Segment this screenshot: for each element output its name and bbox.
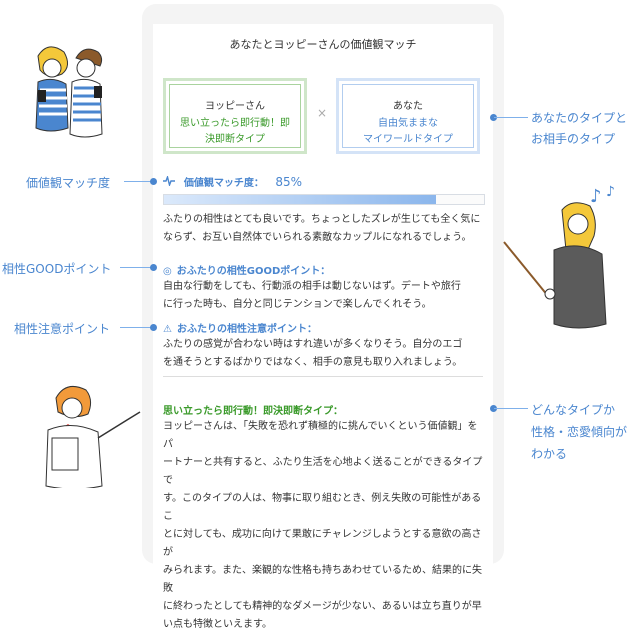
annotation-good: 相性GOODポイント (2, 262, 112, 276)
good-point-text: 自由な行動をしても、行動派の相手は動じないはず。デートや旅行 に行った時も、自分… (163, 281, 461, 310)
your-name: あなた (393, 101, 423, 112)
your-type-box: あなた 自由気ままな マイワールドタイプ (336, 78, 480, 154)
annotation-line (120, 267, 152, 268)
partner-type-box: ヨッピーさん 思い立ったら即行動！即 決即断タイプ (163, 78, 307, 154)
double-circle-icon: ◎ (163, 266, 172, 277)
warn-point-text: ふたりの感覚が合わない時はすれ違いが多くなりそう。自分のエゴ を通そうとするばか… (163, 339, 463, 368)
partner-name: ヨッピーさん (205, 101, 265, 112)
times-icon: × (317, 106, 328, 120)
type-description-text: ヨッピーさんは、「失敗を恐れず積極的に挑んでいくという価値観」をパ ートナーと共… (163, 421, 483, 630)
good-point-heading: ◎おふたりの相性GOODポイント： (163, 266, 331, 277)
annotation-warn: 相性注意ポイント (14, 322, 111, 336)
warning-triangle-icon: ⚠ (163, 324, 172, 335)
match-heading: 価値観マッチ度： 85% (163, 174, 302, 189)
annotation-dot (150, 324, 157, 331)
svg-text:♪: ♪ (606, 184, 615, 200)
match-description: ふたりの相性はとても良いです。ちょっとしたズレが生じても全く気に ならず、お互い… (163, 214, 481, 243)
svg-text:♪: ♪ (590, 186, 602, 207)
annotation-line (120, 327, 152, 328)
annotation-dot (490, 114, 497, 121)
conductor-woman-illustration: ♪ ♪ (503, 184, 615, 329)
annotation-line (124, 181, 152, 182)
match-progress-fill (164, 195, 436, 204)
type-description-heading: 思い立ったら即行動！即決即断タイプ： (163, 406, 343, 417)
annotation-line (494, 408, 528, 409)
match-card: あなたとヨッピーさんの価値観マッチ ヨッピーさん 思い立ったら即行動！即 決即断… (153, 24, 493, 630)
annotation-types: あなたのタイプと お相手のタイプ (531, 111, 628, 146)
annotation-dot (150, 264, 157, 271)
card-title: あなたとヨッピーさんの価値観マッチ (229, 38, 417, 51)
warn-point-heading: ⚠おふたりの相性注意ポイント： (163, 324, 317, 335)
match-label: 価値観マッチ度： (183, 178, 264, 189)
your-type-name: 自由気ままな マイワールドタイプ (363, 118, 453, 145)
annotation-dot (150, 178, 157, 185)
annotation-dot (490, 405, 497, 412)
annotation-tendency: どんなタイプか 性格・恋愛傾向が わかる (531, 403, 628, 461)
pulse-icon (163, 174, 179, 189)
match-value: 85% (275, 175, 302, 189)
match-progress-bar (163, 194, 485, 205)
annotation-line (494, 117, 528, 118)
conductor-man-illustration (45, 385, 141, 488)
couple-with-phones-illustration (35, 46, 103, 138)
partner-type-name: 思い立ったら即行動！即 決即断タイプ (180, 118, 290, 145)
divider (163, 376, 483, 377)
annotation-match: 価値観マッチ度 (26, 176, 111, 190)
